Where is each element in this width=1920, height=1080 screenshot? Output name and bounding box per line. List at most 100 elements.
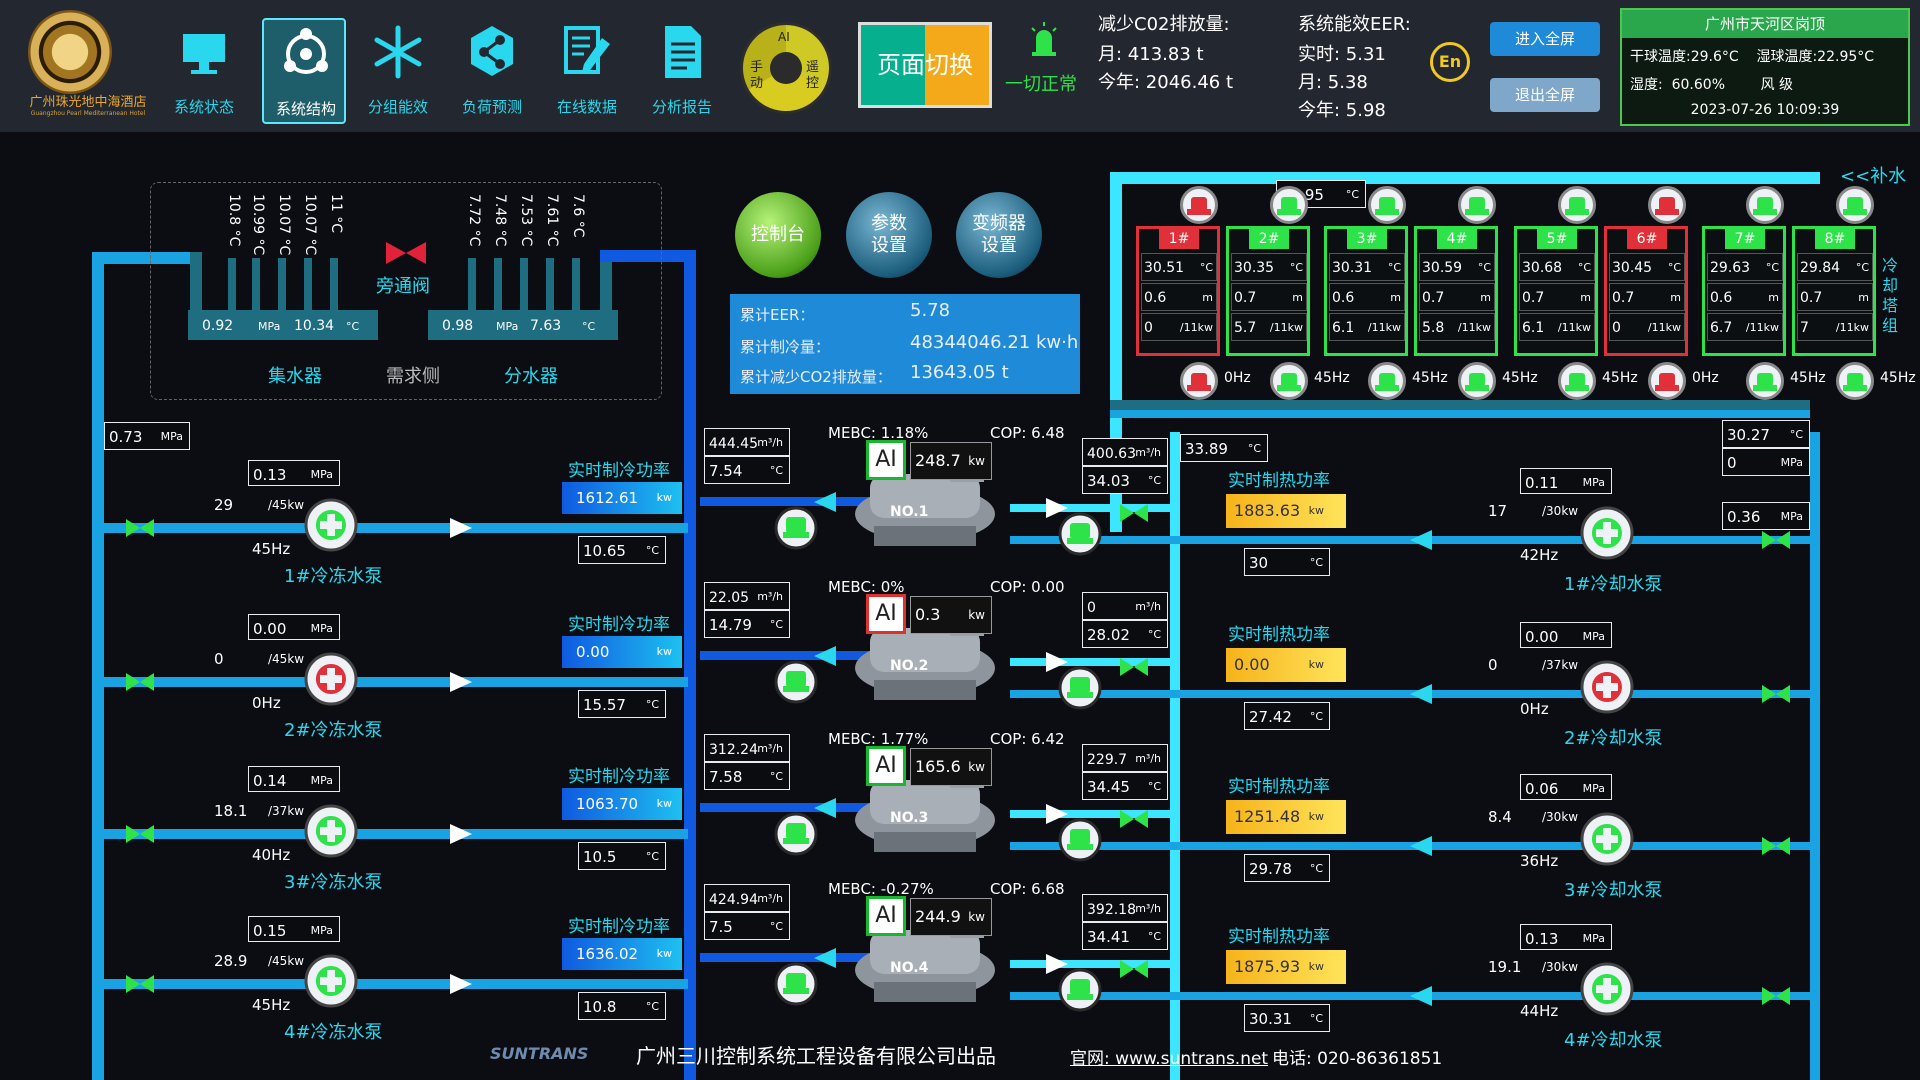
branch-pipe [330, 258, 338, 310]
chw-pump-icon[interactable] [304, 804, 358, 858]
heating-power-label: 实时制热功率 [1228, 466, 1330, 491]
nav-system-structure[interactable]: 系统结构 [262, 18, 346, 124]
cw-pump-icon[interactable] [1580, 660, 1634, 714]
monitor-icon [183, 34, 225, 74]
ai-indicator[interactable]: AI [866, 440, 906, 480]
tower-pump-icon[interactable] [1648, 362, 1686, 400]
page-switch-button[interactable]: 页面切换 [858, 22, 992, 108]
cw-pump-rated: /30kw [1542, 810, 1578, 824]
branch-pipe [252, 258, 260, 310]
cw-pump-icon[interactable] [1580, 506, 1634, 560]
tower-fan-icon[interactable] [1270, 186, 1308, 224]
console-button[interactable]: 控制台 [735, 192, 821, 278]
cond-valve-icon[interactable] [1120, 960, 1148, 982]
evaporator-valve-icon[interactable] [774, 962, 818, 1010]
chw-valve-icon[interactable] [126, 975, 154, 997]
exit-fullscreen-button[interactable]: 退出全屏 [1490, 78, 1600, 112]
cop-value: COP: 0.00 [990, 578, 1065, 596]
cond-valve-icon[interactable] [1120, 658, 1148, 680]
cond-return-press-value: 0 [1727, 454, 1737, 472]
evaporator-valve-icon[interactable] [774, 812, 818, 860]
condenser-valve-icon[interactable] [1058, 818, 1102, 866]
tower-reading-value: 0 [1144, 320, 1153, 336]
unit-mpa: MPa [496, 320, 519, 333]
nav-load-forecast[interactable]: 负荷预测 [450, 18, 534, 124]
enter-fullscreen-button[interactable]: 进入全屏 [1490, 22, 1600, 56]
collector-branch-temp: 10.99 °C [250, 194, 266, 256]
tower-reading-unit: /11kw [1647, 321, 1681, 334]
tower-pump-icon[interactable] [1270, 362, 1308, 400]
website-link[interactable]: 官网: www.suntrans.net [1070, 1049, 1269, 1069]
chiller-name: NO.2 [890, 658, 928, 674]
bypass-valve-icon[interactable] [384, 238, 428, 268]
tower-fan-icon[interactable] [1180, 186, 1218, 224]
language-toggle-button[interactable]: En [1430, 42, 1470, 82]
tower-reading-value: 6.1 [1332, 320, 1355, 336]
tower-reading-unit: /11kw [1457, 321, 1491, 334]
cond-valve-icon[interactable] [1120, 504, 1148, 526]
cw-valve-icon[interactable] [1762, 685, 1790, 707]
tower-reading-value: 29.84 [1800, 260, 1841, 276]
ai-indicator[interactable]: AI [866, 594, 906, 634]
evaporator-valve-icon[interactable] [774, 660, 818, 708]
chw-pump-icon[interactable] [304, 498, 358, 552]
tower-pump-icon[interactable] [1558, 362, 1596, 400]
evaporator-valve-icon[interactable] [774, 506, 818, 554]
edit-icon [564, 26, 610, 74]
tower-pump-icon[interactable] [1836, 362, 1874, 400]
chw-supply-temp: 14.79°C [704, 610, 790, 638]
value: 1612.61 [576, 489, 639, 507]
nav-analysis-report[interactable]: 分析报告 [640, 18, 724, 124]
chw-supply-temp: 7.5°C [704, 912, 790, 940]
chw-pump-power: 0 [214, 650, 224, 668]
cw-valve-icon[interactable] [1762, 987, 1790, 1009]
ai-indicator[interactable]: AI [866, 746, 906, 786]
cw-valve-icon[interactable] [1762, 531, 1790, 553]
chw-valve-icon[interactable] [126, 519, 154, 541]
tower-fan-icon[interactable] [1368, 186, 1406, 224]
cond-valve-icon[interactable] [1120, 810, 1148, 832]
tower-reading-value: 6.1 [1522, 320, 1545, 336]
value: /45kw [268, 498, 305, 512]
nav-label: 系统结构 [275, 100, 336, 118]
tower-fan-icon[interactable] [1746, 186, 1784, 224]
chw-valve-icon[interactable] [126, 673, 154, 695]
tower-fan-icon[interactable] [1458, 186, 1496, 224]
chw-valve-icon[interactable] [126, 825, 154, 847]
value: 27.42 [1249, 708, 1292, 726]
condenser-valve-icon[interactable] [1058, 512, 1102, 560]
unit: MPa [1582, 932, 1605, 945]
chw-pump-label: 1#冷冻水泵 [284, 562, 383, 588]
nav-online-data[interactable]: 在线数据 [545, 18, 629, 124]
vfd-button[interactable]: 变频器 设置 [956, 192, 1042, 278]
tower-pump-icon[interactable] [1458, 362, 1496, 400]
condenser-valve-icon[interactable] [1058, 968, 1102, 1016]
tower-pump-icon[interactable] [1368, 362, 1406, 400]
cw-pump-icon[interactable] [1580, 812, 1634, 866]
tower-fan-icon[interactable] [1558, 186, 1596, 224]
tower-fan-icon[interactable] [1648, 186, 1686, 224]
nav-group-efficiency[interactable]: 分组能效 [356, 18, 440, 124]
ai-indicator[interactable]: AI [866, 896, 906, 936]
condenser-valve-icon[interactable] [1058, 666, 1102, 714]
cw-valve-icon[interactable] [1762, 837, 1790, 859]
nav-system-status[interactable]: 系统状态 [162, 18, 246, 124]
tower-pump-icon[interactable] [1746, 362, 1784, 400]
value: 424.94 [709, 892, 758, 908]
value: 0.13 [1525, 930, 1559, 948]
tower-pump-icon[interactable] [1180, 362, 1218, 400]
cw-pump-icon[interactable] [1580, 962, 1634, 1016]
tower-fan-icon[interactable] [1836, 186, 1874, 224]
params-button[interactable]: 参数 设置 [846, 192, 932, 278]
chw-pump-icon[interactable] [304, 954, 358, 1008]
chw-pump-icon[interactable] [304, 652, 358, 706]
